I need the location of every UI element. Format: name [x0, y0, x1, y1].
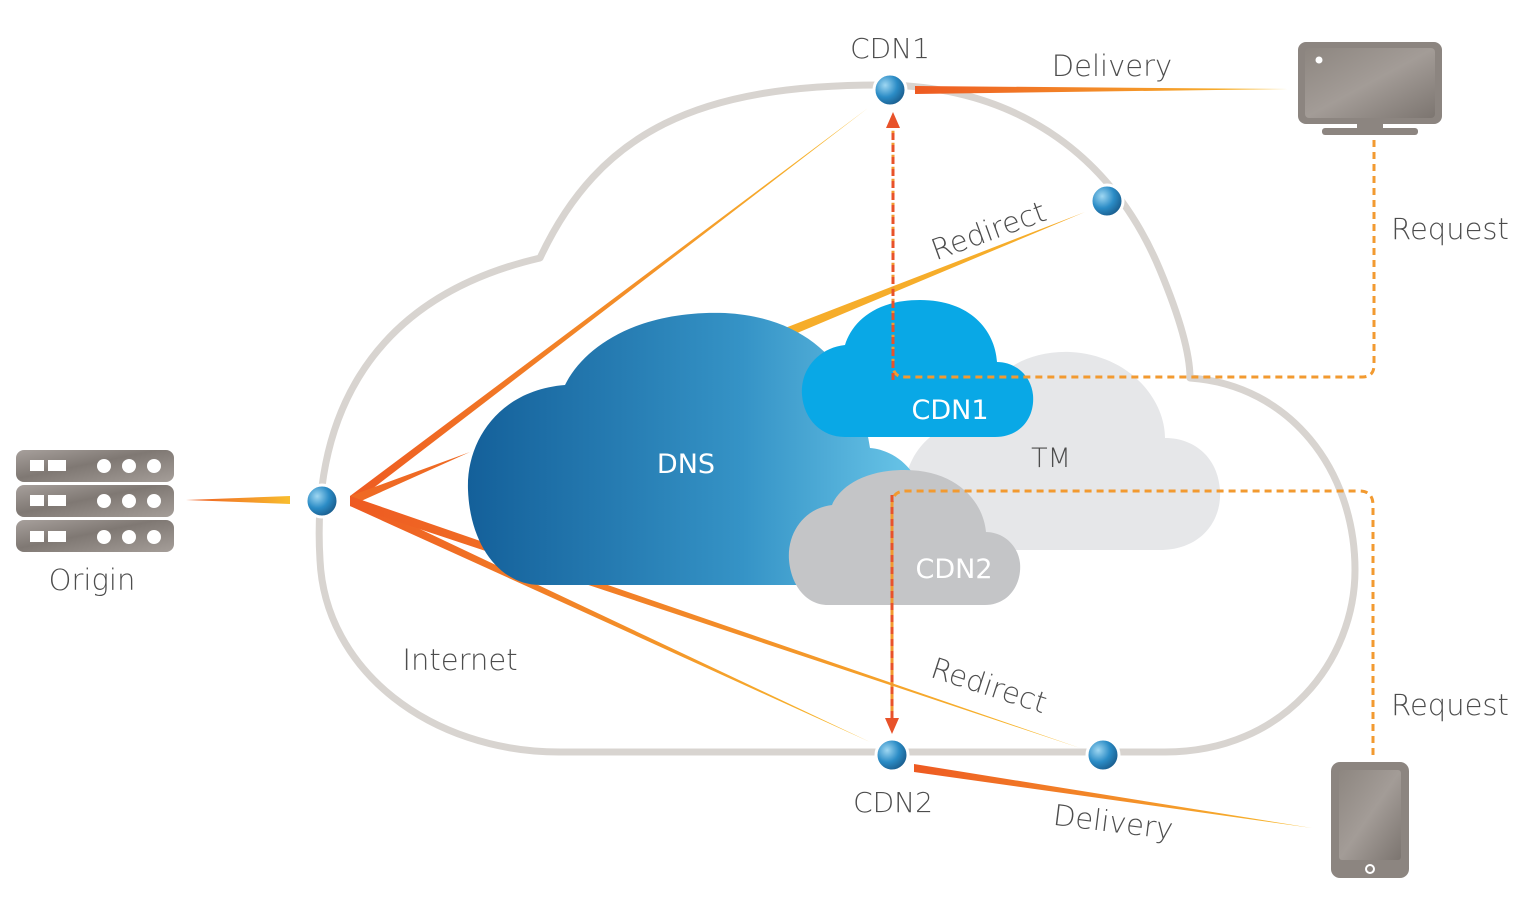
- node-cdn2: [874, 737, 910, 773]
- label-request-top: Request: [1391, 212, 1509, 246]
- cdn2-cloud: [788, 470, 1021, 605]
- node-redirect-bottom: [1085, 737, 1121, 773]
- node-cdn1: [872, 72, 908, 108]
- label-redirect-top: Redirect: [927, 194, 1051, 267]
- label-origin: Origin: [49, 563, 136, 597]
- tablet-icon: [1331, 762, 1409, 878]
- origin-arrow: [186, 496, 290, 504]
- label-request-bottom: Request: [1391, 688, 1509, 722]
- label-delivery-top: Delivery: [1052, 49, 1172, 83]
- label-dns: DNS: [657, 449, 715, 480]
- delivery-beam-bottom: [914, 764, 1312, 828]
- label-cdn2-bottom: CDN2: [853, 786, 933, 819]
- node-origin: [304, 483, 340, 519]
- label-redirect-bottom: Redirect: [927, 651, 1051, 720]
- server-rack-icon: [16, 450, 174, 552]
- label-cdn1-cloud: CDN1: [911, 395, 988, 426]
- label-cdn1-top: CDN1: [850, 32, 930, 65]
- label-tm: TM: [1031, 443, 1071, 474]
- cdn1-cloud: [801, 300, 1034, 437]
- label-internet: Internet: [402, 643, 517, 677]
- label-cdn2-cloud: CDN2: [915, 554, 992, 585]
- arrow-down-cdn2: [885, 718, 899, 734]
- arrow-up-cdn1: [886, 112, 900, 128]
- delivery-beam-top: [915, 86, 1288, 94]
- dashed-paths: [890, 130, 1376, 755]
- node-redirect-top: [1089, 183, 1125, 219]
- monitor-icon: [1298, 42, 1442, 135]
